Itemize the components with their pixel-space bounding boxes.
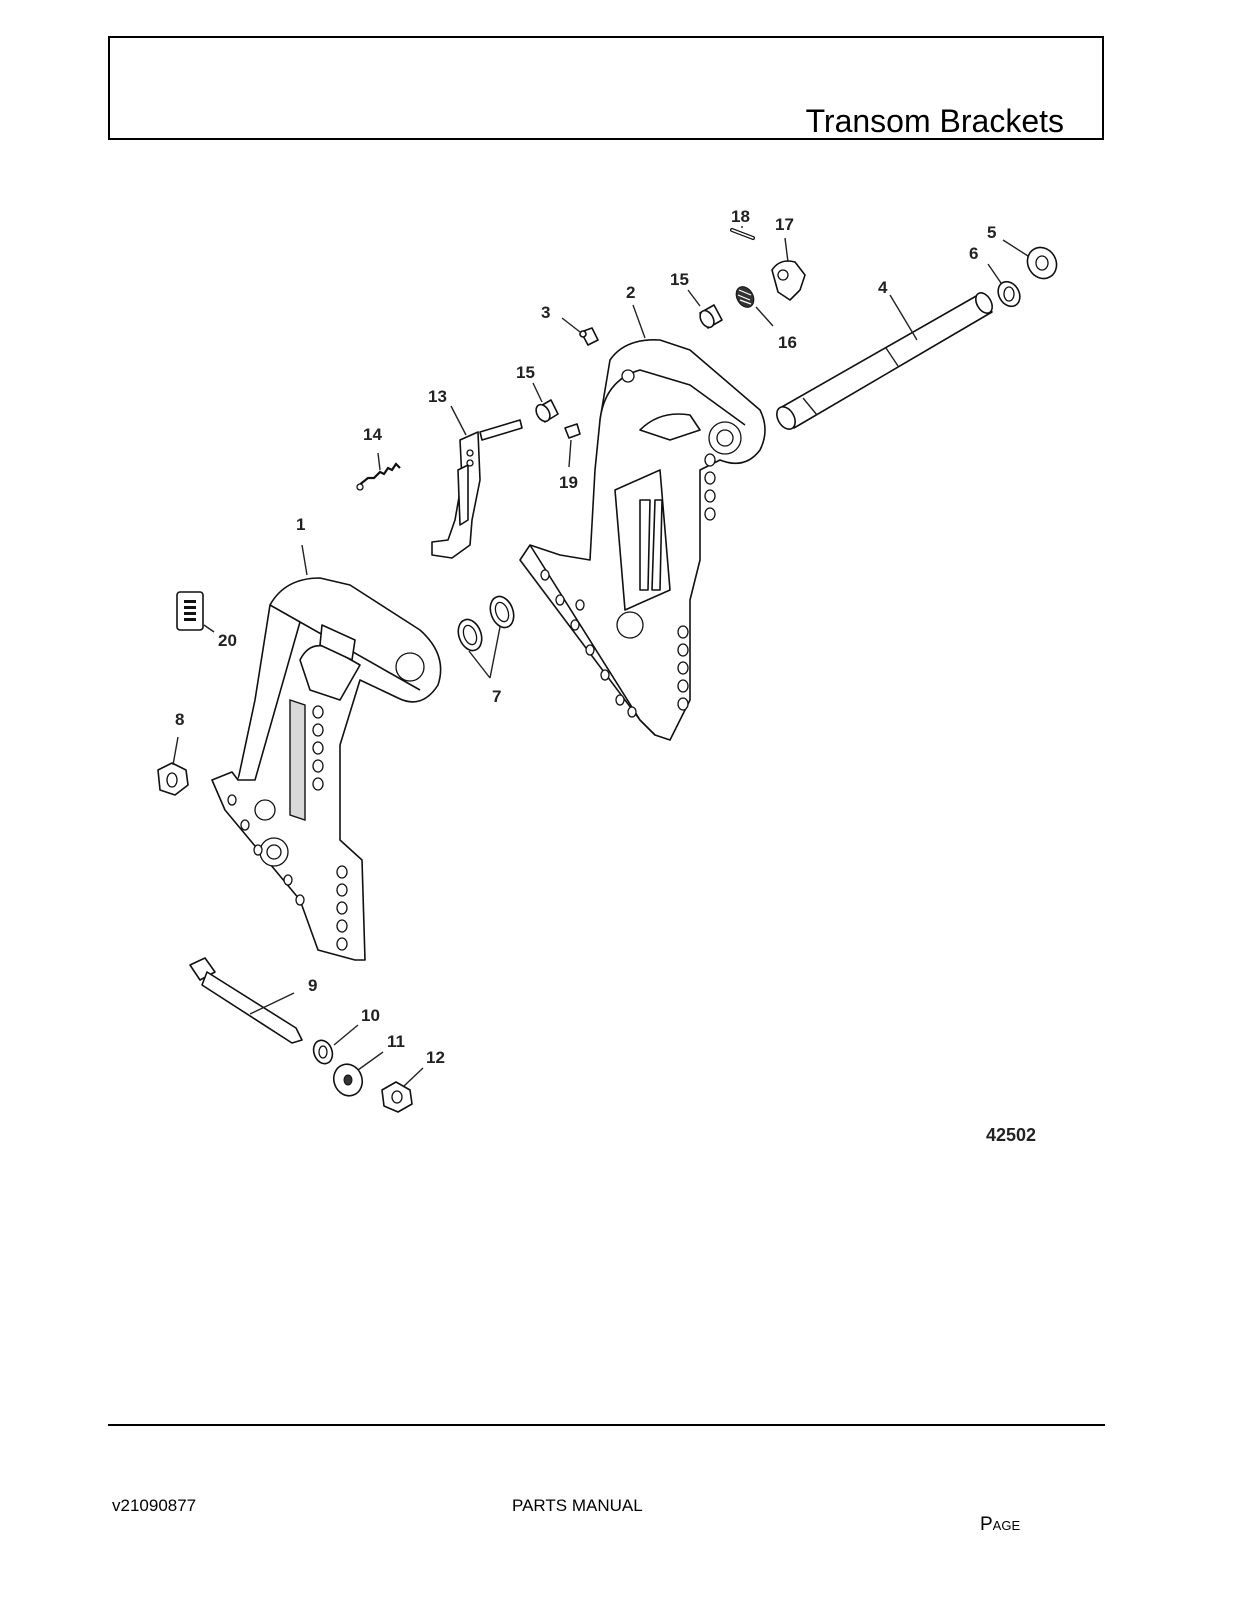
part-15-bushing-upper [699,304,723,329]
footer-manual-title: PARTS MANUAL [512,1496,643,1515]
part-11-washer [332,1063,364,1097]
callout-15-lower: 15 [516,363,535,382]
bracket-2-adjust-holes [540,453,716,718]
callout-20: 20 [218,631,237,650]
callout-1: 1 [296,515,305,534]
callout-12: 12 [426,1048,445,1067]
part-9-bolt [189,957,303,1044]
callout-15-upper: 15 [670,270,689,289]
callout-2: 2 [626,283,635,302]
callout-13: 13 [428,387,447,406]
footer-rule [108,1424,1105,1426]
callout-7: 7 [492,687,501,706]
callout-4: 4 [878,278,888,297]
part-17-lock-lever [771,260,806,301]
callout-8: 8 [175,710,184,729]
part-1-left-bracket [211,577,442,961]
part-13-tilt-lever [431,419,523,559]
part-6-tube-washer [997,280,1021,308]
figure-number: 42502 [986,1125,1036,1145]
part-18-pin [730,228,755,240]
header-box: Transom Brackets [108,36,1104,140]
part-7-washers [457,595,515,652]
callout-14: 14 [363,425,382,444]
part-5-tube-nut [1026,246,1058,280]
footer-doc-code: v21090877 [112,1496,197,1515]
bracket-1-adjust-holes [227,705,348,951]
part-10-washer [312,1039,334,1065]
callout-9: 9 [308,976,317,995]
part-16-spring [735,286,755,308]
part-3-grease-fitting [579,327,599,346]
callout-5: 5 [987,223,996,242]
callout-18: 18 [731,207,750,226]
part-4-tilt-tube [776,292,993,430]
part-19-plug [564,423,581,439]
callout-19: 19 [559,473,578,492]
callout-labels: 1 2 3 4 5 6 7 8 9 10 11 12 13 14 15 15 1… [175,207,996,1067]
callout-3: 3 [541,303,550,322]
footer-page-label: Page [980,1514,1021,1535]
part-14-spring [356,462,401,491]
callout-11: 11 [387,1032,405,1051]
page-title: Transom Brackets [805,102,1064,139]
leader-lines [172,226,1029,1087]
callout-10: 10 [361,1006,380,1025]
part-8-nut [157,762,189,796]
callout-16: 16 [778,333,797,352]
callout-17: 17 [775,215,794,234]
part-20-decal [176,591,204,631]
part-15-bushing-lower [535,399,559,423]
callout-6: 6 [969,244,978,263]
part-12-locknut [381,1081,413,1113]
part-2-right-bracket [519,339,766,741]
